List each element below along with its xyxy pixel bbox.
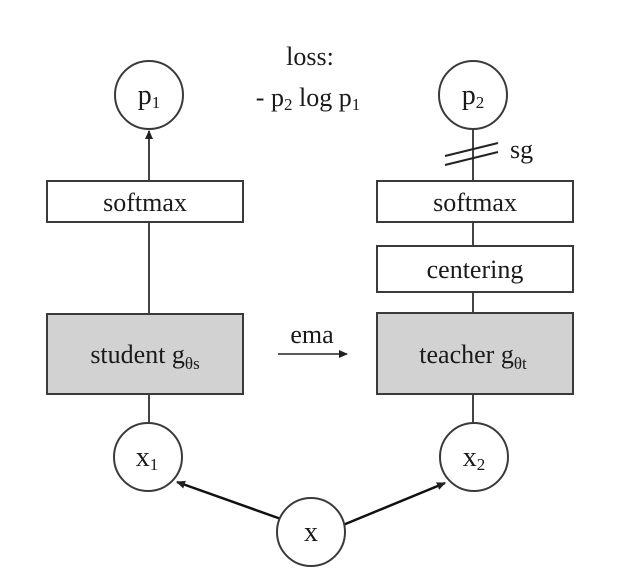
teacher-network-box [376, 312, 574, 395]
student-network-label: student gθs [90, 340, 199, 373]
student-input-label: x1 [136, 442, 159, 474]
teacher-softmax-label: softmax [433, 188, 517, 217]
teacher-input-sub: 2 [477, 455, 486, 474]
source-to-student-arrow [176, 480, 282, 521]
student-input-sub: 1 [150, 455, 159, 474]
teacher-output-label: p2 [462, 80, 485, 112]
student-network-sub: θs [185, 354, 200, 373]
teacher-softmax-box [376, 180, 574, 223]
student-output-node [114, 60, 184, 130]
student-output-sub: 1 [152, 93, 161, 112]
loss-expr-sign: - p [256, 83, 284, 112]
stop-gradient-label: sg [510, 135, 533, 164]
teacher-input-node [439, 422, 509, 492]
loss-expr-sub2: 2 [284, 95, 293, 114]
student-output-base: p [138, 80, 152, 111]
student-softmax-label: softmax [103, 188, 187, 217]
student-input-node [113, 422, 183, 492]
teacher-output-node [438, 60, 508, 130]
student-network-text: student g [90, 340, 185, 369]
teacher-network-text: teacher g [419, 340, 514, 369]
teacher-network-label: teacher gθt [419, 340, 527, 373]
student-input-base: x [136, 442, 150, 473]
teacher-input-label: x2 [463, 442, 486, 474]
student-softmax-box [46, 180, 244, 223]
stop-gradient-mark-1 [444, 142, 499, 157]
source-input-node [276, 497, 346, 567]
ema-label: ema [290, 320, 334, 349]
teacher-input-base: x [463, 442, 477, 473]
loss-label: loss: [286, 42, 334, 71]
teacher-output-sub: 2 [476, 93, 485, 112]
student-output-label: p1 [138, 80, 161, 112]
teacher-network-sub: θt [514, 354, 527, 373]
teacher-centering-label: centering [427, 255, 524, 284]
loss-expression: - p2 log p1 [256, 83, 360, 114]
source-to-teacher-arrow [342, 481, 446, 527]
student-network-box [46, 313, 244, 395]
source-input-label: x [304, 517, 318, 548]
teacher-output-base: p [462, 80, 476, 111]
loss-expr-log: log p [292, 83, 351, 112]
stop-gradient-mark-2 [444, 151, 499, 166]
loss-expr-sub1: 1 [352, 95, 361, 114]
teacher-centering-box [376, 245, 574, 293]
